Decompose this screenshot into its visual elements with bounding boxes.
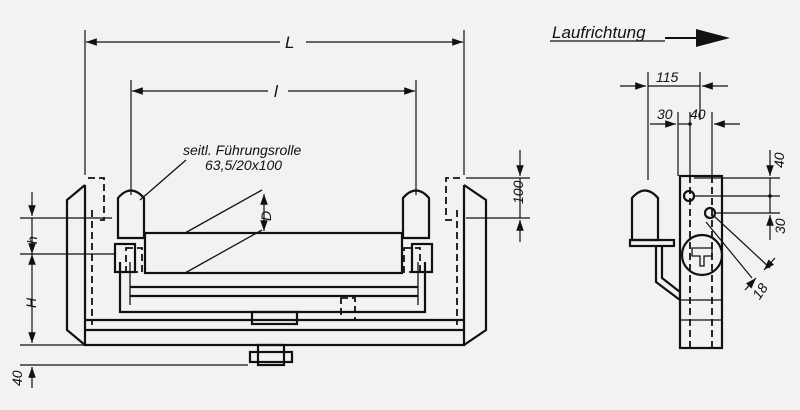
dimension-stack-left: h H 40 bbox=[9, 192, 248, 388]
dimension-100: 100 bbox=[466, 150, 530, 242]
direction-indicator: Laufrichtung bbox=[550, 23, 730, 47]
dim-l-label: l bbox=[274, 82, 279, 101]
dimension-L: L bbox=[84, 30, 465, 175]
frame bbox=[65, 177, 488, 347]
idler-roll bbox=[143, 189, 404, 275]
dim-H-label: H bbox=[23, 297, 39, 308]
centre-fixing bbox=[248, 297, 356, 367]
dim-40-bottom-label: 40 bbox=[9, 370, 25, 386]
callout-leader bbox=[139, 159, 187, 201]
dimension-115: 115 bbox=[620, 69, 728, 180]
guide-roller-left bbox=[113, 189, 146, 274]
dimension-30-40-top: 30 40 bbox=[650, 106, 740, 176]
callout-guide-roller-line2: 63,5/20x100 bbox=[205, 157, 282, 173]
dim-100-label: 100 bbox=[510, 180, 526, 204]
dim-h-label: h bbox=[24, 236, 40, 244]
dim-115-label: 115 bbox=[656, 69, 679, 85]
direction-label: Laufrichtung bbox=[552, 23, 646, 42]
direction-arrow-icon bbox=[696, 29, 730, 47]
side-body bbox=[628, 174, 724, 350]
callout-guide-roller-line1: seitl. Führungsrolle bbox=[183, 142, 301, 158]
dim-D-label: D bbox=[258, 211, 274, 221]
dimension-18: 18 bbox=[705, 215, 776, 302]
carrier bbox=[118, 262, 427, 314]
dimension-D: D bbox=[258, 194, 274, 231]
dim-30-top-label: 30 bbox=[657, 106, 673, 122]
dim-40-right-label: 40 bbox=[771, 152, 787, 168]
dim-30-right-label: 30 bbox=[772, 218, 788, 234]
guide-roller-right bbox=[401, 189, 434, 274]
side-view: 115 30 40 bbox=[620, 69, 788, 350]
front-view: L l seitl. Führungsrolle 63,5/20x100 bbox=[9, 30, 530, 388]
dimension-l: l bbox=[130, 80, 417, 195]
dim-18-label: 18 bbox=[749, 280, 771, 302]
dim-L-label: L bbox=[285, 33, 294, 52]
dim-40-top-label: 40 bbox=[690, 106, 706, 122]
dimension-right-stack: 40 30 bbox=[694, 150, 788, 240]
